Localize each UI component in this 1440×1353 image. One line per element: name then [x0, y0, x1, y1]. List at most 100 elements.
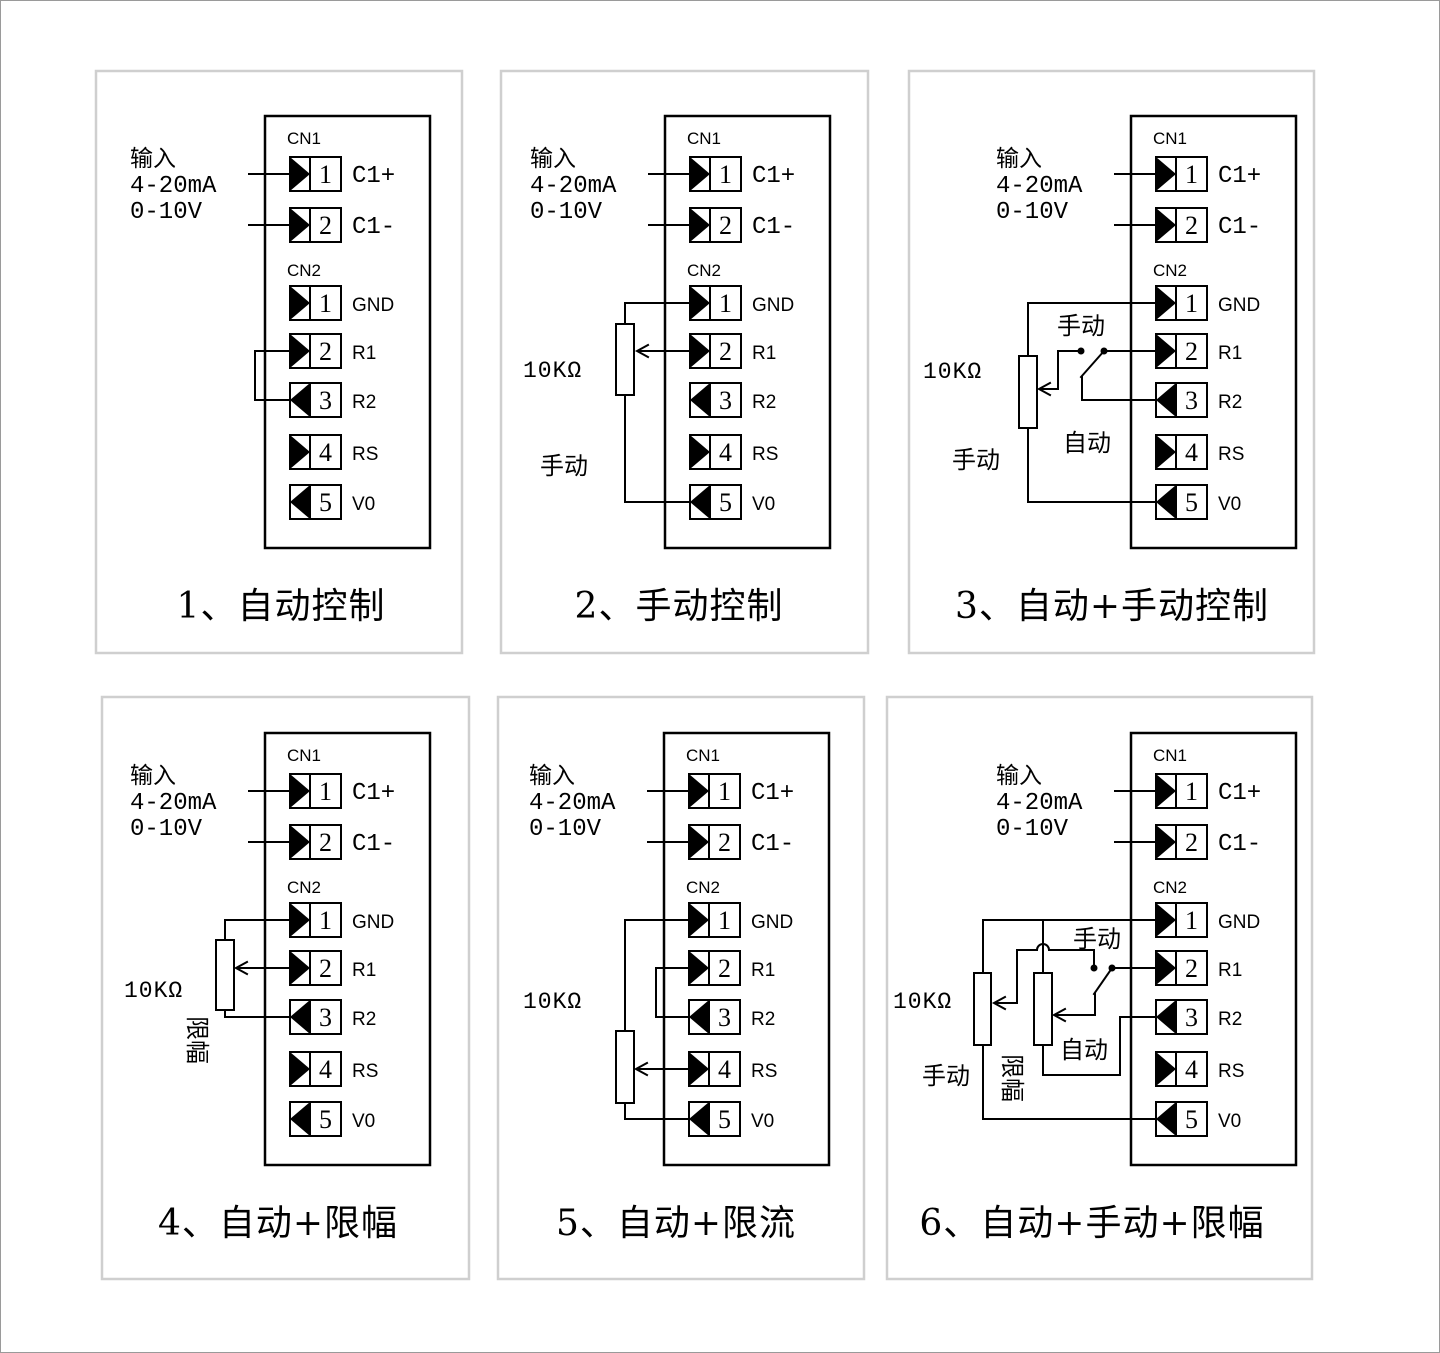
- terminal-right-arrow-icon: [290, 208, 310, 242]
- potentiometer: [215, 939, 235, 1011]
- terminal-label: C1-: [1218, 214, 1261, 241]
- terminal-right-arrow-icon: [1156, 903, 1176, 937]
- terminal-label: C1-: [352, 831, 395, 858]
- potentiometer: [615, 1030, 635, 1104]
- terminal-number: 5: [718, 1105, 731, 1134]
- terminal-number: 2: [319, 337, 332, 366]
- panel-caption: 1、自动控制: [177, 586, 386, 627]
- terminal-right-arrow-icon: [290, 951, 310, 985]
- terminal-number: 1: [1185, 906, 1198, 935]
- input-current-range: 4-20mA: [996, 173, 1083, 200]
- terminal-right-arrow-icon: [1156, 208, 1176, 242]
- terminal-label: C1+: [751, 780, 794, 807]
- potentiometer: [1018, 355, 1038, 429]
- top-common-wire: [982, 919, 1157, 974]
- terminal-left-arrow-icon: [290, 485, 310, 519]
- terminal-left-arrow-icon: [290, 1102, 310, 1136]
- terminal-number: 1: [319, 289, 332, 318]
- r1-r2-jumper-wire: [254, 350, 291, 401]
- cn2-terminal-5: 5 V0: [689, 484, 775, 520]
- terminal-left-arrow-icon: [690, 383, 710, 417]
- terminal-right-arrow-icon: [1156, 435, 1176, 469]
- terminal-label: GND: [1218, 295, 1260, 316]
- cn1-connector-label: CN1: [287, 129, 321, 148]
- terminal-right-arrow-icon: [1156, 774, 1176, 808]
- wiper-arrow-icon: [1036, 381, 1052, 397]
- input-voltage-range: 0-10V: [996, 199, 1069, 226]
- terminal-label: V0: [1218, 1111, 1241, 1132]
- terminal-number: 2: [1185, 954, 1198, 983]
- terminal-label: R1: [752, 343, 776, 364]
- terminal-right-arrow-icon: [689, 1052, 709, 1086]
- cn2-connector-label: CN2: [287, 261, 321, 280]
- terminal-number: 3: [1185, 1003, 1198, 1032]
- terminal-label: GND: [751, 912, 793, 933]
- switch-auto-wire: [1054, 993, 1096, 1016]
- terminal-number: 4: [718, 1055, 731, 1084]
- terminal-label: R2: [1218, 1009, 1242, 1030]
- panel-caption: 2、手动控制: [575, 586, 784, 627]
- input-current-range: 4-20mA: [530, 173, 617, 200]
- terminal-label: C1-: [1218, 831, 1261, 858]
- switch-manual-label: 手动: [1073, 925, 1121, 953]
- terminal-right-arrow-icon: [690, 334, 710, 368]
- switch-common-contact: [1100, 347, 1108, 355]
- terminal-right-arrow-icon: [690, 435, 710, 469]
- limit-label: 限幅: [998, 1054, 1026, 1102]
- cn2-connector-label: CN2: [287, 878, 321, 897]
- terminal-label: R1: [352, 960, 376, 981]
- limit-pot-bottom-wire: [1042, 1016, 1157, 1076]
- input-title: 输入: [996, 146, 1042, 172]
- terminal-number: 5: [719, 488, 732, 517]
- cn1-connector-label: CN1: [1153, 746, 1187, 765]
- terminal-label: C1+: [752, 163, 795, 190]
- terminal-label: V0: [752, 494, 775, 515]
- input-voltage-range: 0-10V: [529, 816, 602, 843]
- terminal-left-arrow-icon: [689, 1000, 709, 1034]
- terminal-right-arrow-icon: [690, 157, 710, 191]
- input-title: 输入: [130, 146, 176, 172]
- terminal-number: 1: [719, 289, 732, 318]
- pot-bottom-wire: [224, 1009, 291, 1018]
- cn2-terminal-3: 3 R2: [1155, 999, 1242, 1035]
- switch-common-contact: [1108, 964, 1116, 972]
- terminal-label: RS: [751, 1061, 777, 1082]
- terminal-number: 5: [319, 1105, 332, 1134]
- resistor-value: 10KΩ: [523, 989, 582, 1015]
- terminal-number: 1: [1185, 777, 1198, 806]
- panel-caption: 6、自动+手动+限幅: [919, 1203, 1264, 1244]
- terminal-label: R1: [1218, 960, 1242, 981]
- terminal-left-arrow-icon: [689, 1102, 709, 1136]
- terminal-right-arrow-icon: [1156, 825, 1176, 859]
- pot-label: 手动: [952, 446, 1000, 474]
- cn2-connector-label: CN2: [1153, 261, 1187, 280]
- cn1-connector-label: CN1: [1153, 129, 1187, 148]
- terminal-left-arrow-icon: [290, 1000, 310, 1034]
- resistor-value: 10KΩ: [893, 989, 952, 1015]
- terminal-number: 2: [319, 211, 332, 240]
